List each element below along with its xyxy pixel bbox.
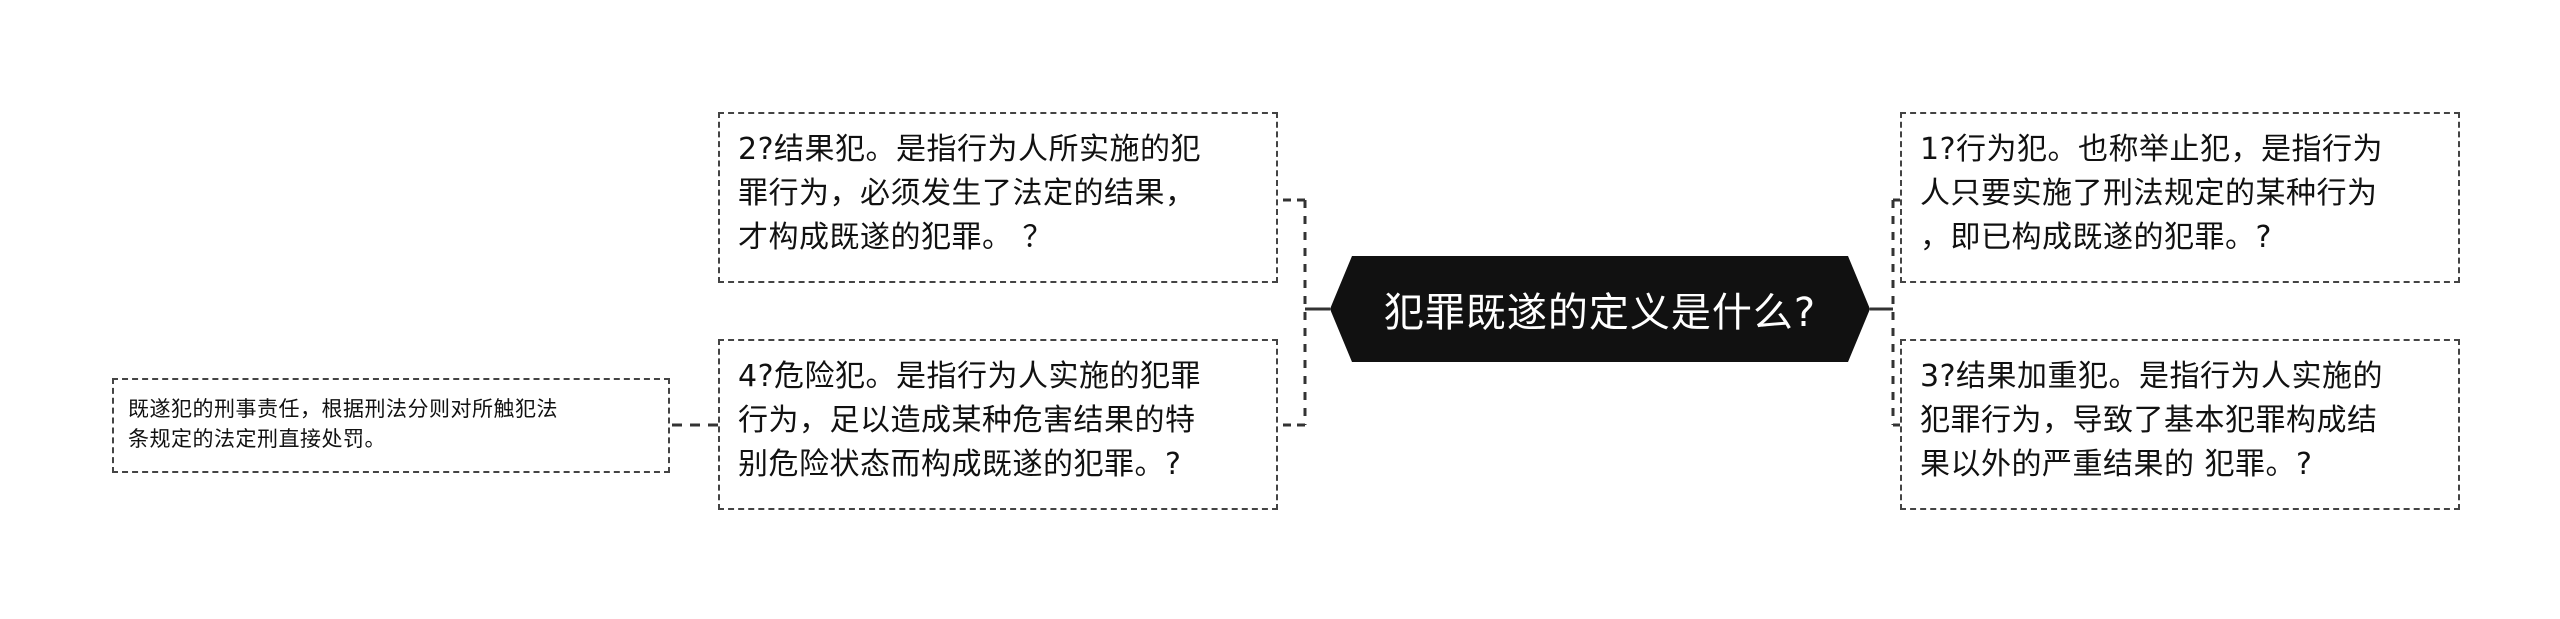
- topic-text-line: 罪行为，必须发生了法定的结果，: [738, 176, 1196, 211]
- central-topic-label: 犯罪既遂的定义是什么?: [1383, 290, 1817, 336]
- topic-text-line: 别危险状态而构成既遂的犯罪。?: [738, 447, 1182, 482]
- topic-aggravated-crime[interactable]: 3?结果加重犯。是指行为人实施的 犯罪行为，导致了基本犯罪构成结 果以外的严重结…: [1900, 339, 2460, 510]
- topic-danger-crime[interactable]: 4?危险犯。是指行为人实施的犯罪 行为，足以造成某种危害结果的特 别危险状态而构…: [718, 339, 1278, 510]
- topic-text-line: 条规定的法定刑直接处罚。: [128, 427, 386, 451]
- topic-text-line: 行为，足以造成某种危害结果的特: [738, 403, 1196, 438]
- topic-text-line: 2?结果犯。是指行为人所实施的犯: [738, 132, 1202, 167]
- topic-criminal-liability[interactable]: 既遂犯的刑事责任，根据刑法分则对所触犯法 条规定的法定刑直接处罚。: [112, 378, 670, 473]
- topic-text-line: 才构成既遂的犯罪。 ？: [738, 220, 1054, 255]
- topic-text-line: 人只要实施了刑法规定的某种行为: [1920, 176, 2378, 211]
- topic-text-line: 犯罪行为，导致了基本犯罪构成结: [1920, 403, 2378, 438]
- central-topic[interactable]: 犯罪既遂的定义是什么?: [1330, 256, 1870, 362]
- topic-text-line: 既遂犯的刑事责任，根据刑法分则对所触犯法: [128, 397, 558, 421]
- topic-text-line: 4?危险犯。是指行为人实施的犯罪: [738, 359, 1202, 394]
- topic-text-line: ，即已构成既遂的犯罪。?: [1920, 220, 2272, 255]
- topic-behavior-crime[interactable]: 1?行为犯。也称举止犯，是指行为 人只要实施了刑法规定的某种行为 ，即已构成既遂…: [1900, 112, 2460, 283]
- topic-text-line: 1?行为犯。也称举止犯，是指行为: [1920, 132, 2384, 167]
- central-topic-shape: [1330, 256, 1870, 362]
- topic-text-line: 3?结果加重犯。是指行为人实施的: [1920, 359, 2384, 394]
- topic-result-crime[interactable]: 2?结果犯。是指行为人所实施的犯 罪行为，必须发生了法定的结果， 才构成既遂的犯…: [718, 112, 1278, 283]
- topic-text-line: 果以外的严重结果的 犯罪。?: [1920, 447, 2313, 482]
